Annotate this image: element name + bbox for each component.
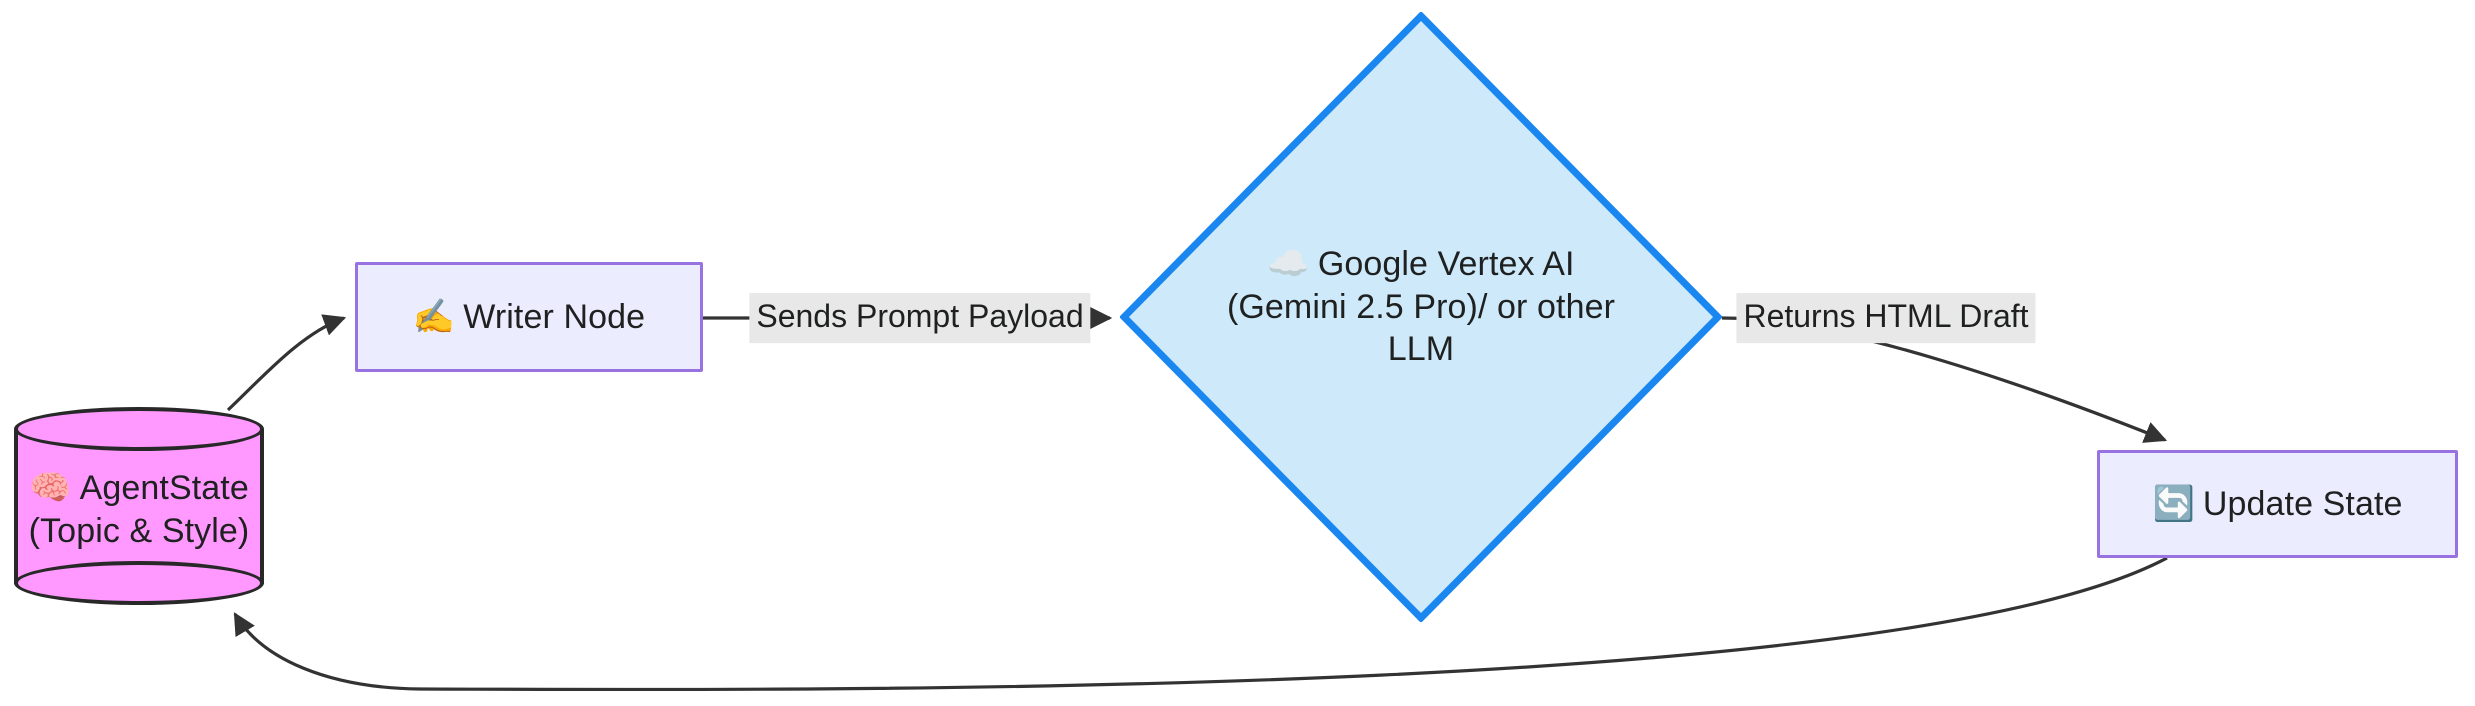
edge-label-returns-html-draft: Returns HTML Draft <box>1736 293 2036 343</box>
diamond-shape <box>1120 12 1722 622</box>
llm-line-2: (Gemini 2.5 Pro)/ or other <box>1226 287 1616 326</box>
llm-line-1: ☁️Google Vertex AI <box>1180 243 1662 286</box>
node-llm[interactable]: ☁️Google Vertex AI (Gemini 2.5 Pro)/ or … <box>1120 12 1722 622</box>
refresh-icon: 🔄 <box>2152 483 2195 524</box>
brain-icon: 🧠 <box>29 468 72 508</box>
cloud-icon: ☁️ <box>1267 244 1310 284</box>
node-agent-state[interactable]: 🧠AgentState (Topic & Style) <box>10 407 268 607</box>
edge-label-sends-prompt-payload: Sends Prompt Payload <box>749 293 1091 343</box>
node-writer-node-label: ✍️Writer Node <box>413 296 645 339</box>
agent-state-title: AgentState <box>79 469 249 507</box>
node-llm-label: ☁️Google Vertex AI (Gemini 2.5 Pro)/ or … <box>1180 243 1662 371</box>
cylinder-body <box>14 429 264 584</box>
update-state-title: Update State <box>2202 484 2403 523</box>
node-update-state-label: 🔄Update State <box>2152 483 2402 526</box>
edge-update-state-to-agent-state <box>233 556 2168 692</box>
llm-line-3: LLM <box>1387 330 1455 368</box>
writer-node-title: Writer Node <box>463 297 646 336</box>
node-writer-node[interactable]: ✍️Writer Node <box>355 262 703 372</box>
node-agent-state-label: 🧠AgentState (Topic & Style) <box>10 467 268 552</box>
node-update-state[interactable]: 🔄Update State <box>2097 450 2458 558</box>
llm-title: Google Vertex AI <box>1317 245 1575 283</box>
agent-state-line-1: 🧠AgentState <box>10 467 268 510</box>
cylinder-top-ellipse <box>14 407 264 451</box>
agent-state-line-2: (Topic & Style) <box>28 511 250 550</box>
cylinder-bottom-ellipse <box>14 561 264 605</box>
writing-hand-icon: ✍️ <box>412 296 456 337</box>
edge-agent-state-to-writer <box>226 314 347 412</box>
